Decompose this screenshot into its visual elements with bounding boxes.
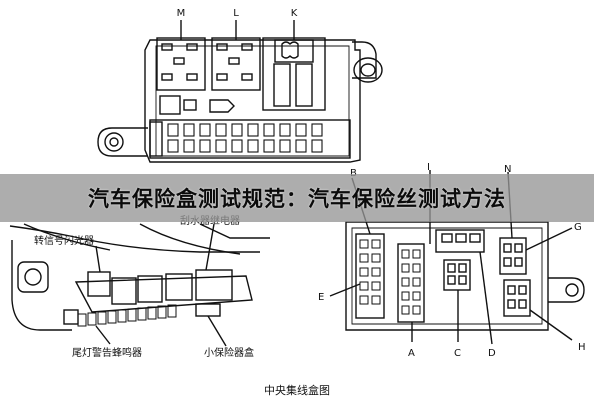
- label-e: E: [318, 292, 324, 303]
- label-a: A: [408, 348, 415, 359]
- label-d: D: [488, 348, 496, 359]
- label-tail-light-buzzer: 尾灯警告蜂鸣器: [72, 346, 142, 359]
- label-b: B: [350, 168, 357, 179]
- left-relay-panel: [9, 223, 270, 347]
- label-i: I: [427, 162, 430, 173]
- banner-title: 汽车保险盒测试规范：汽车保险丝测试方法: [88, 187, 506, 211]
- label-small-fuse-box: 小保险器盒: [204, 346, 254, 359]
- label-c: C: [454, 348, 461, 359]
- top-diagram-labels: M L K: [177, 8, 298, 19]
- right-diagram-labels: B I N G E H A C D: [318, 162, 586, 359]
- label-g: G: [574, 222, 582, 233]
- label-h: H: [578, 342, 586, 353]
- label-k: K: [291, 8, 298, 19]
- label-n: N: [504, 164, 511, 175]
- figure-caption: 中央集线盒图: [264, 384, 330, 397]
- label-l: L: [233, 8, 239, 19]
- label-turn-signal-flasher: 转信号闪光器: [34, 234, 94, 247]
- label-m: M: [177, 8, 186, 19]
- top-fuse-box: [97, 20, 383, 163]
- title-banner: 汽车保险盒测试规范：汽车保险丝测试方法: [0, 174, 594, 222]
